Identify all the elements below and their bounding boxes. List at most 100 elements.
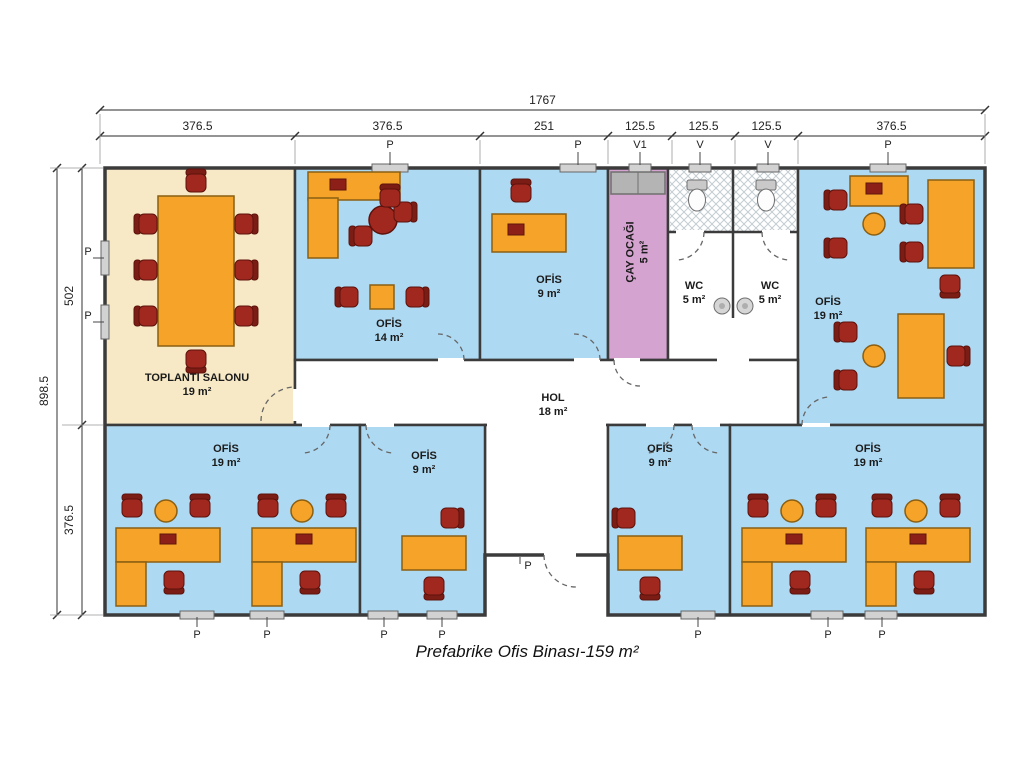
desk — [251, 561, 283, 607]
room-name: WC — [760, 280, 780, 292]
chair — [440, 507, 465, 529]
vent-window — [756, 163, 780, 173]
marker-p: P — [824, 629, 832, 641]
desk — [307, 197, 339, 259]
chair — [189, 493, 211, 518]
chair — [833, 321, 858, 343]
desk-item — [785, 533, 803, 545]
desk — [617, 535, 683, 571]
chair — [325, 493, 347, 518]
window — [367, 610, 399, 620]
dim-total-height: 898.5 — [37, 375, 51, 407]
chair — [823, 237, 848, 259]
stool — [862, 344, 886, 368]
room-label-cay: ÇAY OCAĞI 5 m² — [624, 221, 652, 282]
room-name: WC — [684, 280, 704, 292]
marker-p: P — [263, 629, 271, 641]
room-area: 19 m² — [211, 456, 241, 469]
toilet-icon — [686, 179, 708, 212]
stool — [780, 499, 804, 523]
room-name: OFİS — [855, 443, 881, 455]
room-name: OFİS — [411, 450, 437, 462]
dim-segment: 376.5 — [876, 119, 907, 133]
room-label-hol: HOL 18 m² — [539, 392, 568, 420]
chair — [913, 570, 935, 595]
sink-icon — [713, 297, 731, 315]
marker-p: P — [380, 629, 388, 641]
dim-segment: 125.5 — [688, 119, 719, 133]
room-area: 5 m² — [682, 293, 706, 306]
room-name: OFİS — [376, 318, 402, 330]
window — [559, 163, 597, 173]
chair — [348, 225, 373, 247]
room-label-wc1: WC 5 m² — [683, 280, 706, 308]
chair — [163, 570, 185, 595]
desk — [897, 313, 945, 399]
chair — [639, 576, 661, 601]
marker-ticks — [93, 152, 889, 627]
dim-segment: 125.5 — [751, 119, 782, 133]
stool — [290, 499, 314, 523]
building-outline — [103, 166, 987, 617]
stool — [904, 499, 928, 523]
stool — [154, 499, 178, 523]
chair — [871, 493, 893, 518]
chair — [257, 493, 279, 518]
marker-v1: V1 — [633, 139, 647, 151]
marker-p: P — [84, 246, 92, 258]
room-area: 19 m² — [853, 456, 883, 469]
desk — [401, 535, 467, 571]
door-openings — [293, 230, 830, 557]
plan-caption: Prefabrike Ofis Binası-159 m² — [415, 642, 639, 661]
chair — [833, 369, 858, 391]
chair — [611, 507, 636, 529]
vent-window — [688, 163, 712, 173]
dim-total-width: 1767 — [529, 93, 556, 107]
chair — [133, 213, 158, 235]
side-table — [369, 284, 395, 310]
dim-segment: 376.5 — [182, 119, 213, 133]
chair — [299, 570, 321, 595]
room-label-toplanti: TOPLANTI SALONU 19 m² — [145, 372, 249, 400]
sink-icon — [736, 297, 754, 315]
desk — [927, 179, 975, 269]
room-area: 5 m² — [638, 240, 650, 264]
room-name: TOPLANTI SALONU — [144, 372, 250, 384]
chair — [823, 189, 848, 211]
desk — [865, 527, 971, 563]
marker-p: P — [193, 629, 201, 641]
stool — [862, 212, 886, 236]
desk — [115, 527, 221, 563]
window — [810, 610, 844, 620]
dim-segment: 376.5 — [372, 119, 403, 133]
marker-p: P — [694, 629, 702, 641]
chair — [185, 349, 207, 374]
chair — [939, 274, 961, 299]
chair — [789, 570, 811, 595]
furniture — [115, 168, 975, 607]
room-area: 18 m² — [538, 405, 568, 418]
room-label-ofis9-bl: OFİS 9 m² — [411, 450, 437, 478]
room-area: 9 m² — [537, 287, 561, 300]
chair — [747, 493, 769, 518]
dimension-lines — [50, 105, 990, 620]
room-label-ofis19-tr: OFİS 19 m² — [814, 296, 843, 324]
chair — [121, 493, 143, 518]
desk — [865, 561, 897, 607]
chair — [234, 259, 259, 281]
desk — [741, 561, 773, 607]
room-name: OFİS — [213, 443, 239, 455]
dim-left-top: 502 — [62, 285, 76, 307]
window — [371, 163, 409, 173]
room-name: HOL — [541, 392, 565, 404]
room-area: 5 m² — [758, 293, 782, 306]
room-name: OFİS — [647, 443, 673, 455]
window — [864, 610, 898, 620]
toilet-icon — [755, 179, 777, 212]
round-table — [368, 205, 398, 235]
room-label-wc2: WC 5 m² — [759, 280, 782, 308]
chair — [334, 286, 359, 308]
chair — [423, 576, 445, 601]
